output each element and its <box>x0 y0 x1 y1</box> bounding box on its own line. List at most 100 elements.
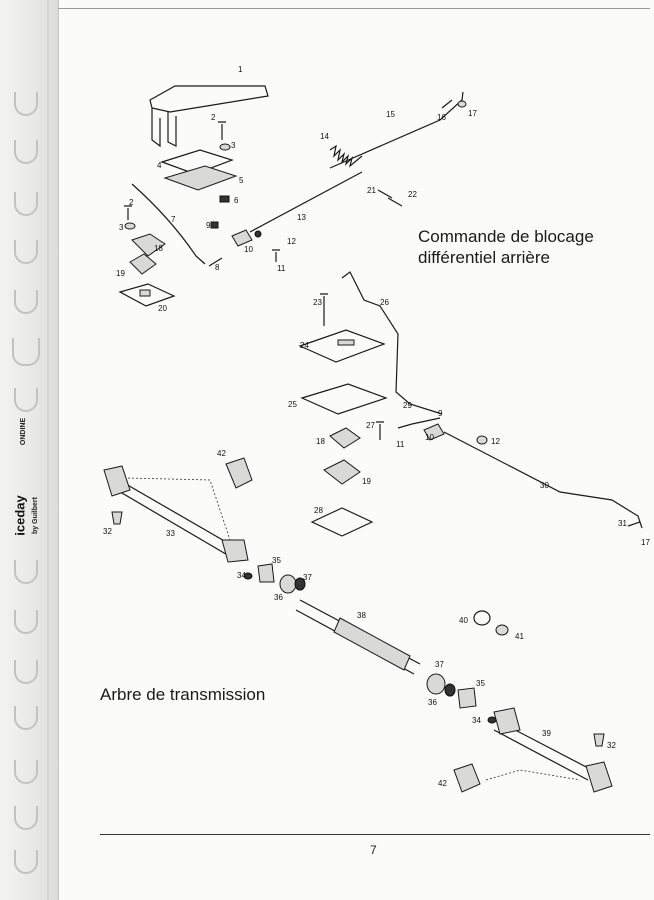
callout-label: 34 <box>237 571 246 580</box>
washer-part <box>495 624 509 636</box>
cover-plate <box>298 329 386 363</box>
yoke-part <box>493 707 521 735</box>
shift-lever <box>341 271 443 415</box>
callout-label: 15 <box>386 110 395 119</box>
section-heading-transmission-shaft: Arbre de transmission <box>100 685 266 704</box>
pin-part <box>377 189 403 207</box>
punch-hole <box>14 92 38 116</box>
callout-label: 35 <box>272 556 281 565</box>
top-border <box>58 8 650 9</box>
yoke-part <box>103 465 131 497</box>
sleeve-edge <box>47 0 49 900</box>
punch-hole <box>12 338 40 366</box>
lever-rod <box>131 183 206 265</box>
callout-label: 5 <box>239 176 244 185</box>
yoke-part <box>585 761 613 793</box>
punch-hole <box>14 560 38 584</box>
base-plate <box>310 507 374 537</box>
punch-hole <box>14 760 38 784</box>
punch-hole <box>14 610 38 634</box>
washer-part <box>124 222 136 230</box>
leader-line <box>127 477 231 541</box>
callout-label: 6 <box>234 196 239 205</box>
punch-hole <box>14 806 38 830</box>
bolt-part <box>218 121 226 140</box>
page-number: 7 <box>370 843 377 857</box>
callout-label: 11 <box>277 264 286 273</box>
plate-slot <box>337 339 355 346</box>
shaft-tube-upper <box>111 475 241 551</box>
seal-part <box>294 577 306 591</box>
callout-label: 36 <box>274 593 283 602</box>
callout-label: 41 <box>515 632 524 641</box>
callout-label: 25 <box>288 400 297 409</box>
grease-nipple <box>111 511 123 525</box>
callout-label: 21 <box>367 186 376 195</box>
callout-label: 37 <box>435 660 444 669</box>
bolt-part <box>320 293 328 326</box>
callout-label: 14 <box>320 132 329 141</box>
callout-label: 18 <box>316 437 325 446</box>
section-heading-differential-lock: Commande de blocage différentiel arrière <box>418 226 594 268</box>
heading-line: différentiel arrière <box>418 248 550 267</box>
callout-label: 27 <box>366 421 375 430</box>
callout-label: 12 <box>287 237 296 246</box>
callout-label: 23 <box>313 298 322 307</box>
long-rod <box>329 91 464 169</box>
nut-part <box>210 221 219 229</box>
callout-label: 35 <box>476 679 485 688</box>
callout-label: 32 <box>607 741 616 750</box>
callout-label: 11 <box>396 440 405 449</box>
callout-label: 10 <box>244 245 253 254</box>
plate-part <box>160 149 234 175</box>
callout-label: 39 <box>542 729 551 738</box>
punch-hole <box>14 192 38 216</box>
bolt-part <box>376 421 384 440</box>
callout-label: 2 <box>211 113 216 122</box>
circlip-part <box>473 610 491 626</box>
nut-part <box>243 572 253 580</box>
callout-label: 26 <box>380 298 389 307</box>
nut-part <box>254 230 262 238</box>
callout-label: 9 <box>206 221 211 230</box>
control-rod <box>249 171 363 233</box>
nut-part <box>476 435 488 445</box>
pin-part <box>441 99 453 109</box>
pivot-block <box>329 427 361 449</box>
clevis-link <box>397 417 441 429</box>
callout-label: 19 <box>362 477 371 486</box>
callout-label: 40 <box>459 616 468 625</box>
callout-label: 24 <box>300 341 309 350</box>
coupling-part <box>457 687 477 709</box>
seal-part <box>444 683 456 697</box>
callout-label: 17 <box>468 109 477 118</box>
coupling-part <box>257 563 275 583</box>
callout-label: 16 <box>437 113 446 122</box>
punch-hole <box>14 240 38 264</box>
clevis-part <box>423 423 445 441</box>
callout-label: 29 <box>403 401 412 410</box>
yoke-part <box>221 539 249 563</box>
punch-hole <box>14 706 38 730</box>
heading-line: Commande de blocage <box>418 227 594 246</box>
callout-label: 38 <box>357 611 366 620</box>
leader-line <box>485 769 581 781</box>
nut-part <box>487 716 497 724</box>
callout-label: 3 <box>119 223 124 232</box>
shaft-tube-lower <box>109 485 237 561</box>
callout-label: 31 <box>618 519 627 528</box>
base-plate <box>118 283 176 307</box>
callout-label: 32 <box>103 527 112 536</box>
gasket-part <box>163 165 238 191</box>
callout-label: 20 <box>158 304 167 313</box>
callout-label: 33 <box>166 529 175 538</box>
footer-rule <box>100 834 650 835</box>
callout-label: 36 <box>428 698 437 707</box>
punch-hole <box>14 850 38 874</box>
bracket-leg <box>151 108 161 148</box>
punch-hole <box>14 290 38 314</box>
bearing-part <box>279 574 297 594</box>
bracket-leg <box>167 112 177 147</box>
pivot-block <box>129 253 157 275</box>
